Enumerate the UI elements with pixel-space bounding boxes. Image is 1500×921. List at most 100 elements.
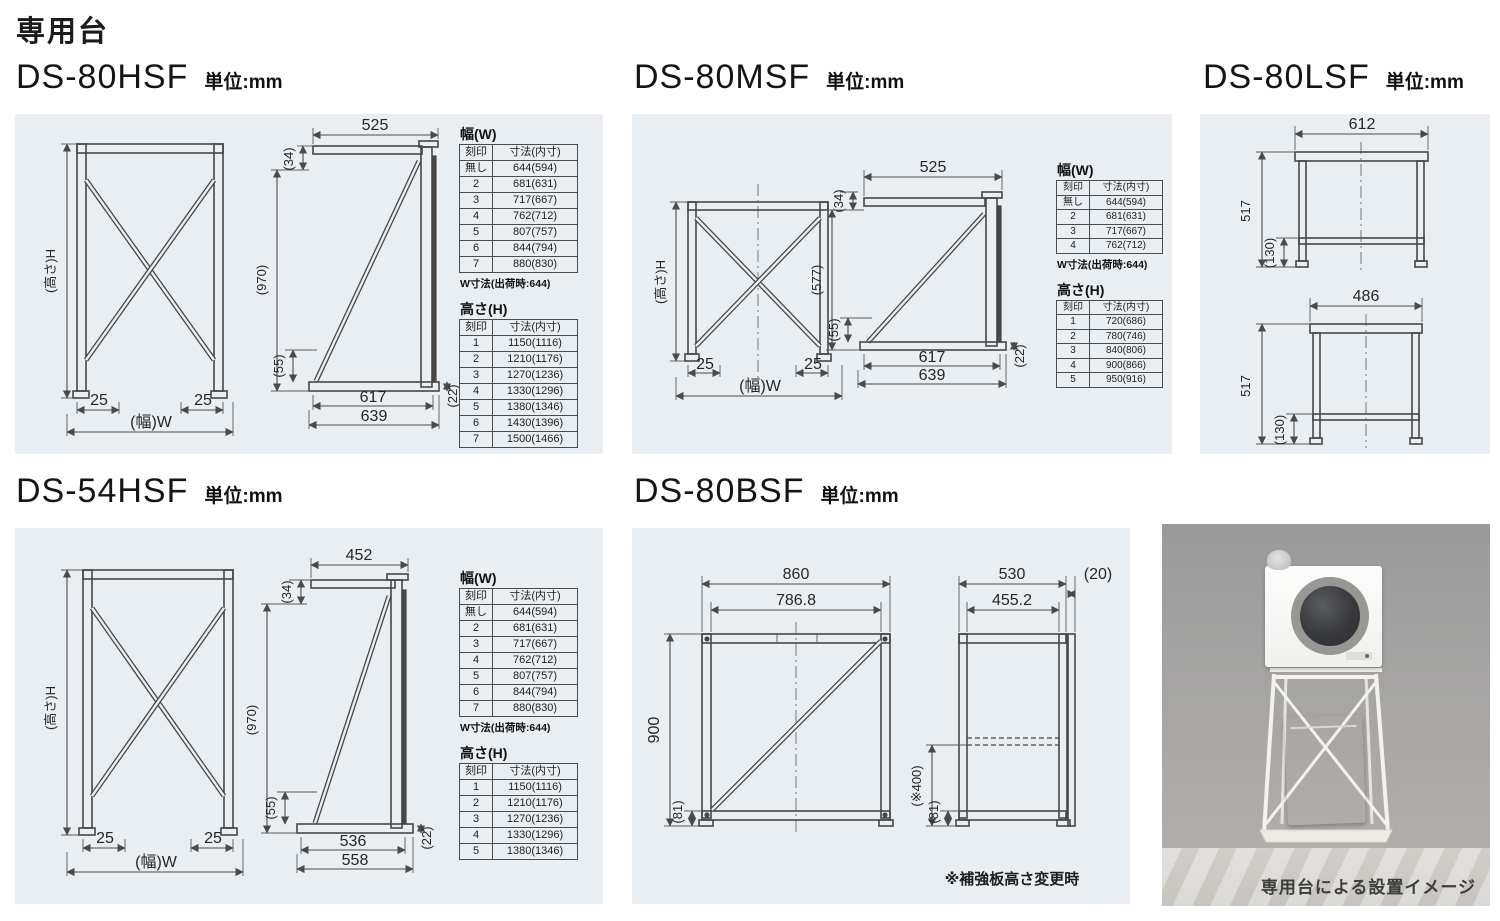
table-cell: 6 [459,415,493,432]
table-cell: 644(594) [1089,194,1163,210]
dim-front-height: (高さ)H [653,260,668,304]
dim-v2-width: 486 [1353,288,1380,305]
unit-label: 単位:mm [204,486,283,507]
header-ds80bsf: DS-80BSF 単位:mm [634,472,899,511]
dim-v1-shelf: (130) [1262,238,1277,268]
bsf-footnote: ※補強板高さ変更時 [945,870,1080,888]
table-cell: 1330(1296) [492,827,578,844]
dim-side-inner-depth: 536 [340,833,367,850]
dim-v2-shelf: (130) [1272,415,1287,445]
ds80hsf-side-view: 525 (34) (970) (55) 617 639 (22) [254,117,460,430]
ds80msf-side-view: 525 (34) (577) (55) 617 639 (22) [809,159,1027,389]
table-cell: 無し [459,160,493,177]
table-cell: 5 [459,668,493,685]
model-name-ds80msf: DS-80MSF [634,58,811,96]
table-cell: 4 [459,827,493,844]
table-cell: 1 [459,335,493,352]
dim-side-brace-offset: (55) [826,318,841,341]
height-table-title: 高さ(H) [460,745,508,761]
dim-foot-left: 25 [90,392,108,409]
table-cell: 2 [459,176,493,193]
table-cell: 3 [459,192,493,209]
ds54hsf-side-view: 452 (34) (970) (55) 536 558 (22) [244,547,434,874]
dim-foot-right: 25 [204,830,222,847]
dim-side-inner-depth: 617 [919,349,946,366]
dim-bsf-front-height: 900 [646,717,663,744]
dim-v2-height: 517 [1238,375,1253,397]
col-header-size: 寸法(内寸) [492,319,578,336]
table-cell: 5 [459,843,493,860]
drawing-ds80hsf: (高さ)H 25 25 (幅)W 525 [43,117,460,437]
panel-ds80hsf: (高さ)H 25 25 (幅)W 525 [15,114,603,454]
table-cell: 1330(1296) [492,383,578,400]
table-cell: 3 [459,636,493,653]
table-cell: 1 [459,779,493,796]
dim-side-height: (970) [244,705,259,735]
header-ds80hsf: DS-80HSF 単位:mm [16,58,283,97]
dim-side-top: 525 [362,117,389,134]
unit-label: 単位:mm [1385,72,1464,93]
col-header-mark: 刻印 [1056,180,1090,196]
table-cell: 900(866) [1089,357,1163,373]
ds80bsf-front-view: 860 786.8 900 (81) [646,566,894,834]
col-header-size: 寸法(内寸) [1089,180,1163,196]
dim-side-base: (22) [445,384,460,407]
dim-side-top: 525 [920,159,947,176]
table-cell: 4 [459,208,493,225]
table-cell: 3 [1056,223,1090,239]
table-cell: 無し [1056,194,1090,210]
table-cell: 844(794) [492,684,578,701]
width-table-note: W寸法(出荷時:644) [460,278,551,290]
table-cell: 762(712) [492,208,578,225]
col-header-mark: 刻印 [459,144,493,161]
table-cell: 1 [1056,314,1090,330]
width-table-title: 幅(W) [460,570,497,586]
model-name-ds80lsf: DS-80LSF [1203,58,1370,96]
table-cell: 1430(1396) [492,415,578,432]
table-cell: 7 [459,431,493,448]
dim-front-width: (幅)W [130,413,173,431]
dim-front-height: (高さ)H [43,686,58,730]
table-cell: 720(686) [1089,314,1163,330]
table-cell: 1500(1466) [492,431,578,448]
table-cell: 880(830) [492,256,578,273]
table-cell: 681(631) [492,620,578,637]
table-cell: 644(594) [492,604,578,621]
ds80msf-front-view: (高さ)H 25 25 (幅)W [653,184,843,401]
model-name-ds80bsf: DS-80BSF [634,472,805,510]
unit-label: 単位:mm [204,72,283,93]
dim-foot-left: 25 [96,830,114,847]
col-header-size: 寸法(内寸) [492,144,578,161]
table-cell: 717(667) [1089,223,1163,239]
table-cell: 1380(1346) [492,399,578,416]
dim-v1-height: 517 [1238,200,1253,222]
table-cell: 2 [1056,209,1090,225]
table-cell: 1380(1346) [492,843,578,860]
washing-machine [1284,715,1366,826]
table-cell: 762(712) [1089,238,1163,254]
dim-side-outer-depth: 639 [919,367,946,384]
table-cell: 1210(1176) [492,351,578,368]
unit-label: 単位:mm [826,72,905,93]
table-cell: 681(631) [1089,209,1163,225]
table-cell: 3 [459,811,493,828]
clothes-dryer [1265,550,1382,667]
table-cell: 681(631) [492,176,578,193]
